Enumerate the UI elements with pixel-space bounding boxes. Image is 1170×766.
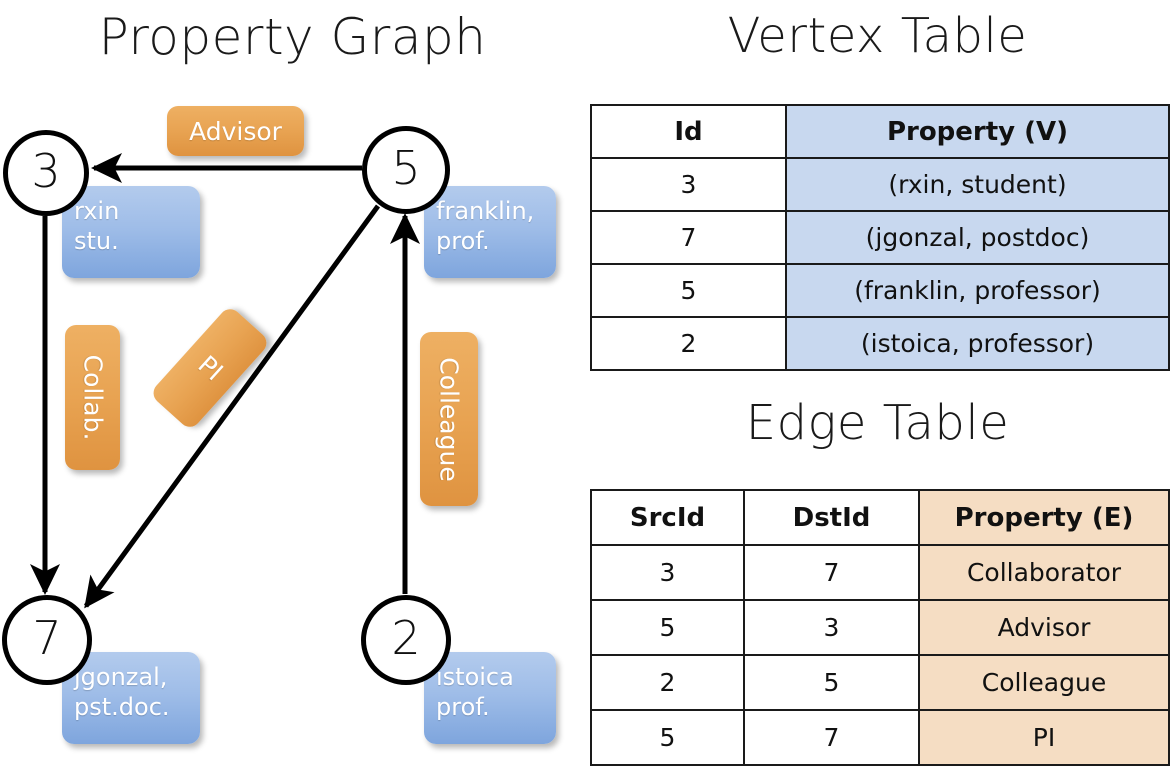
table-row[interactable]: 3 7 Collaborator bbox=[590, 544, 1170, 601]
edge-label-collab: Collab. bbox=[65, 325, 120, 470]
vertex-table-header-id: Id bbox=[590, 104, 787, 159]
edge-table-cell-srcid: 2 bbox=[590, 654, 745, 711]
vertex-table-cell-property: (jgonzal, postdoc) bbox=[785, 210, 1170, 265]
vertex-table-header-row: Id Property (V) bbox=[590, 104, 1170, 159]
vertex-table-cell-id: 5 bbox=[590, 263, 787, 318]
edge-table-cell-property: Advisor bbox=[918, 599, 1170, 656]
vertex-property-box-3: rxin stu. bbox=[62, 186, 200, 278]
edge-label-pi-text: PI bbox=[191, 349, 229, 387]
edge-table-cell-dstid: 7 bbox=[743, 544, 920, 601]
vertex-property-7-line1: jgonzal, bbox=[74, 663, 168, 691]
vertex-node-2-label: 2 bbox=[391, 611, 421, 665]
edge-table-header-row: SrcId DstId Property (E) bbox=[590, 489, 1170, 546]
table-row[interactable]: 2 (istoica, professor) bbox=[590, 316, 1170, 371]
edge-table-cell-srcid: 5 bbox=[590, 709, 745, 766]
edge-table-cell-dstid: 7 bbox=[743, 709, 920, 766]
table-row[interactable]: 2 5 Colleague bbox=[590, 654, 1170, 711]
edge-table-cell-property: Colleague bbox=[918, 654, 1170, 711]
vertex-property-3-line2: stu. bbox=[74, 227, 119, 255]
edge-label-collab-text: Collab. bbox=[78, 354, 107, 441]
vertex-property-2-line2: prof. bbox=[436, 693, 490, 721]
vertex-table-cell-property: (rxin, student) bbox=[785, 157, 1170, 212]
edge-line-5-to-7 bbox=[83, 204, 381, 609]
table-row[interactable]: 3 (rxin, student) bbox=[590, 157, 1170, 212]
property-graph-diagram: Advisor Collab. PI Colleague rxin stu. f… bbox=[0, 0, 585, 760]
table-row[interactable]: 5 3 Advisor bbox=[590, 599, 1170, 656]
vertex-table: Id Property (V) 3 (rxin, student) 7 (jgo… bbox=[590, 104, 1170, 371]
vertex-property-box-2: istoica prof. bbox=[424, 652, 556, 744]
vertex-node-5[interactable]: 5 bbox=[362, 126, 450, 214]
edge-table: SrcId DstId Property (E) 3 7 Collaborato… bbox=[590, 489, 1170, 766]
edge-table-header-dstid: DstId bbox=[743, 489, 920, 546]
vertex-node-5-label: 5 bbox=[391, 141, 421, 195]
edge-label-colleague-text: Colleague bbox=[434, 356, 464, 482]
page-title-property-graph: Property Graph bbox=[98, 8, 487, 66]
vertex-table-header-property: Property (V) bbox=[785, 104, 1170, 159]
edge-label-advisor-text: Advisor bbox=[189, 116, 282, 146]
vertex-property-box-5: franklin, prof. bbox=[424, 186, 556, 278]
vertex-node-7-label: 7 bbox=[32, 611, 62, 665]
vertex-table-cell-id: 7 bbox=[590, 210, 787, 265]
edge-table-cell-dstid: 5 bbox=[743, 654, 920, 711]
edge-table-cell-property: PI bbox=[918, 709, 1170, 766]
graph-edge-lines bbox=[30, 153, 420, 609]
table-row[interactable]: 7 (jgonzal, postdoc) bbox=[590, 210, 1170, 265]
table-row[interactable]: 5 (franklin, professor) bbox=[590, 263, 1170, 318]
edge-table-cell-dstid: 3 bbox=[743, 599, 920, 656]
vertex-node-7[interactable]: 7 bbox=[2, 595, 92, 685]
vertex-node-3-label: 3 bbox=[31, 144, 61, 198]
vertex-table-cell-property: (istoica, professor) bbox=[785, 316, 1170, 371]
edge-table-header-srcid: SrcId bbox=[590, 489, 745, 546]
vertex-property-5-line2: prof. bbox=[436, 227, 490, 255]
vertex-table-cell-property: (franklin, professor) bbox=[785, 263, 1170, 318]
edge-label-advisor: Advisor bbox=[167, 106, 304, 156]
edge-label-colleague: Colleague bbox=[420, 332, 478, 506]
vertex-property-2-line1: istoica bbox=[436, 663, 514, 691]
vertex-property-7-line2: pst.doc. bbox=[74, 693, 170, 721]
page-title-vertex-table: Vertex Table bbox=[727, 8, 1028, 64]
edge-table-cell-srcid: 5 bbox=[590, 599, 745, 656]
edge-table-cell-property: Collaborator bbox=[918, 544, 1170, 601]
vertex-table-cell-id: 3 bbox=[590, 157, 787, 212]
vertex-property-3-line1: rxin bbox=[74, 197, 120, 225]
vertex-node-3[interactable]: 3 bbox=[3, 130, 89, 216]
vertex-property-5-line1: franklin, bbox=[436, 197, 535, 225]
vertex-table-cell-id: 2 bbox=[590, 316, 787, 371]
edge-table-header-property: Property (E) bbox=[918, 489, 1170, 546]
page-title-edge-table: Edge Table bbox=[745, 395, 1010, 451]
vertex-node-2[interactable]: 2 bbox=[361, 595, 451, 685]
edge-table-cell-srcid: 3 bbox=[590, 544, 745, 601]
vertex-property-box-7: jgonzal, pst.doc. bbox=[62, 652, 200, 744]
table-row[interactable]: 5 7 PI bbox=[590, 709, 1170, 766]
